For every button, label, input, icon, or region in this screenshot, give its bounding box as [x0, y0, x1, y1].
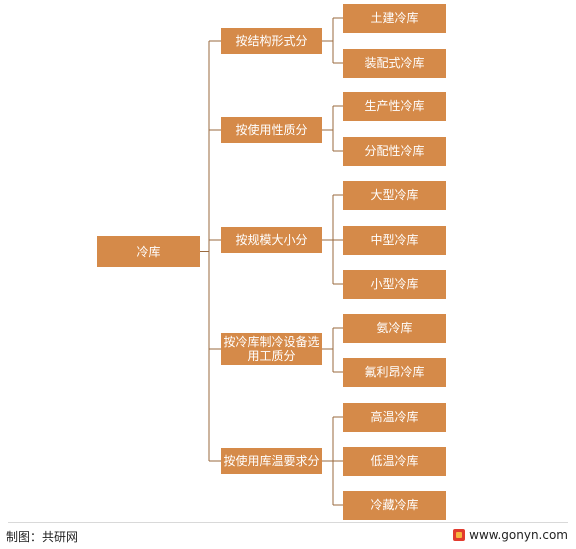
leaf-node: 低温冷库 — [343, 446, 446, 476]
leaf-node: 氨冷库 — [343, 313, 446, 343]
footer-source: 制图：共研网 — [6, 530, 79, 544]
category-node: 按规模大小分 — [221, 227, 322, 253]
leaf-node: 中型冷库 — [343, 225, 446, 255]
category-node: 按结构形式分 — [221, 28, 322, 54]
leaf-node: 生产性冷库 — [343, 91, 446, 121]
category-node: 按使用性质分 — [221, 117, 322, 143]
leaf-node: 小型冷库 — [343, 269, 446, 299]
leaf-node: 分配性冷库 — [343, 136, 446, 166]
leaf-node: 土建冷库 — [343, 3, 446, 33]
footer-website: www.gonyn.com — [453, 528, 568, 542]
gonyn-logo-icon — [453, 529, 466, 541]
leaf-node: 高温冷库 — [343, 402, 446, 432]
leaf-node: 冷藏冷库 — [343, 490, 446, 520]
category-node: 按冷库制冷设备选用工质分 — [221, 333, 322, 365]
category-node: 按使用库温要求分 — [221, 448, 322, 474]
footer-divider — [8, 522, 568, 523]
leaf-node: 装配式冷库 — [343, 48, 446, 78]
root-node: 冷库 — [97, 236, 200, 267]
leaf-node: 氟利昂冷库 — [343, 357, 446, 387]
footer-website-text: www.gonyn.com — [469, 528, 568, 542]
leaf-node: 大型冷库 — [343, 180, 446, 210]
